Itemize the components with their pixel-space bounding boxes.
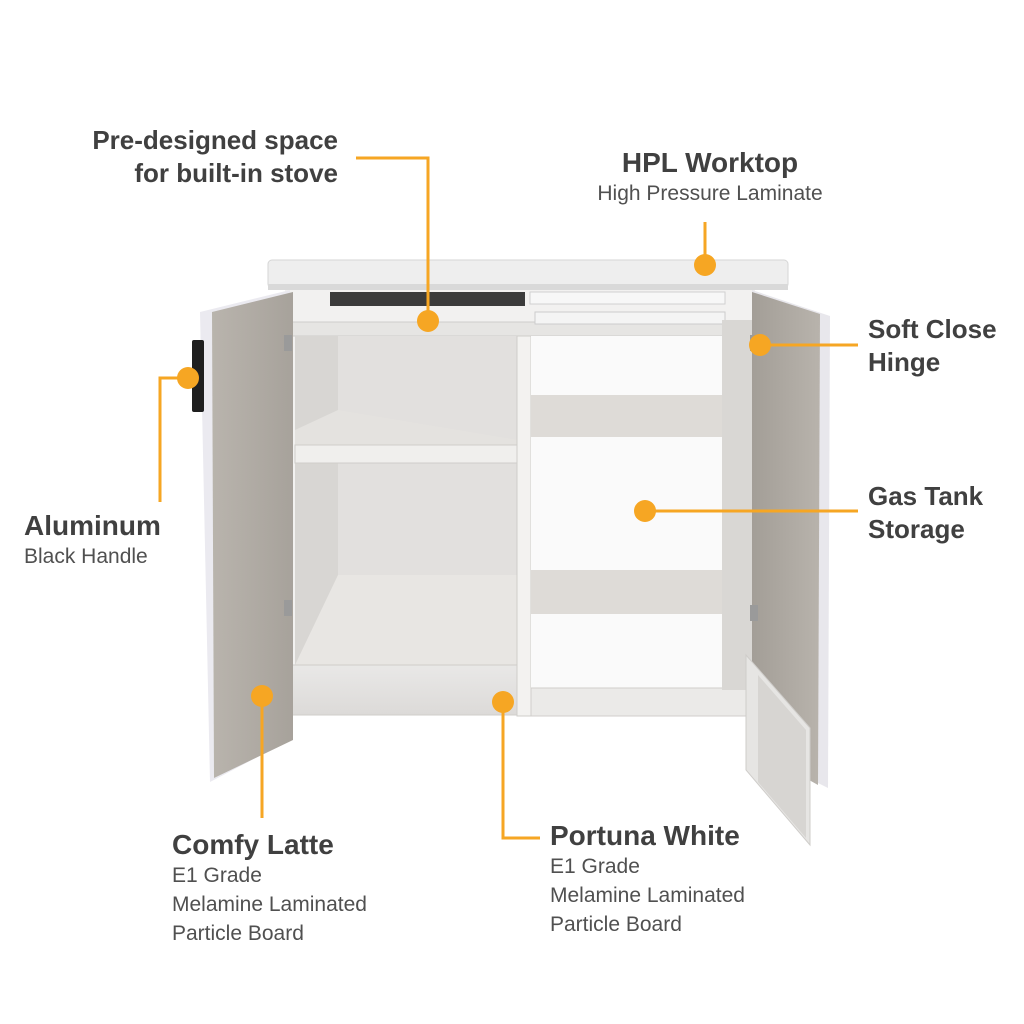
worktop-panel [267,259,789,290]
latte-title: Comfy Latte [172,829,334,860]
callout-stove-space: Pre-designed space for built-in stove [92,124,338,190]
callout-dots [177,254,771,713]
dot-stove [417,310,439,332]
right-door [750,290,830,788]
dot-worktop [694,254,716,276]
stove-title-line1: Pre-designed space [92,125,338,155]
callout-soft-close-hinge: Soft Close Hinge [868,313,997,379]
leader-portuna [501,702,540,840]
hinge-title-line1: Soft Close [868,314,997,344]
latte-line3: Particle Board [172,922,304,945]
dot-handle [177,367,199,389]
right-lower-door-panel [745,653,811,847]
portuna-line2: Melamine Laminated [550,884,745,907]
dot-hinge [749,334,771,356]
dot-gas [634,500,656,522]
leader-handle [158,376,188,502]
callout-comfy-latte: Comfy Latte E1 Grade Melamine Laminated … [172,828,367,948]
latte-line2: Melamine Laminated [172,893,367,916]
stove-title-line2: for built-in stove [134,158,338,188]
gas-title-line2: Storage [868,514,965,544]
handle-subtitle: Black Handle [24,545,148,568]
worktop-subtitle: High Pressure Laminate [597,182,823,205]
hinge-title-line2: Hinge [868,347,941,377]
callout-portuna-white: Portuna White E1 Grade Melamine Laminate… [550,819,745,939]
cabinet-body [285,290,759,717]
dot-latte [251,685,273,707]
dot-portuna [492,691,514,713]
left-door [200,290,293,782]
portuna-title: Portuna White [550,820,740,851]
callout-aluminum-handle: Aluminum Black Handle [24,509,161,571]
gas-title-line1: Gas Tank [868,481,984,511]
worktop-title: HPL Worktop [621,147,799,178]
leader-stove [356,156,430,320]
portuna-line3: Particle Board [550,913,682,936]
portuna-line1: E1 Grade [550,855,640,878]
callout-gas-tank-storage: Gas Tank Storage [868,480,983,546]
handle-title: Aluminum [24,510,161,541]
latte-line1: E1 Grade [172,864,262,887]
callout-hpl-worktop: HPL Worktop High Pressure Laminate [570,146,850,208]
